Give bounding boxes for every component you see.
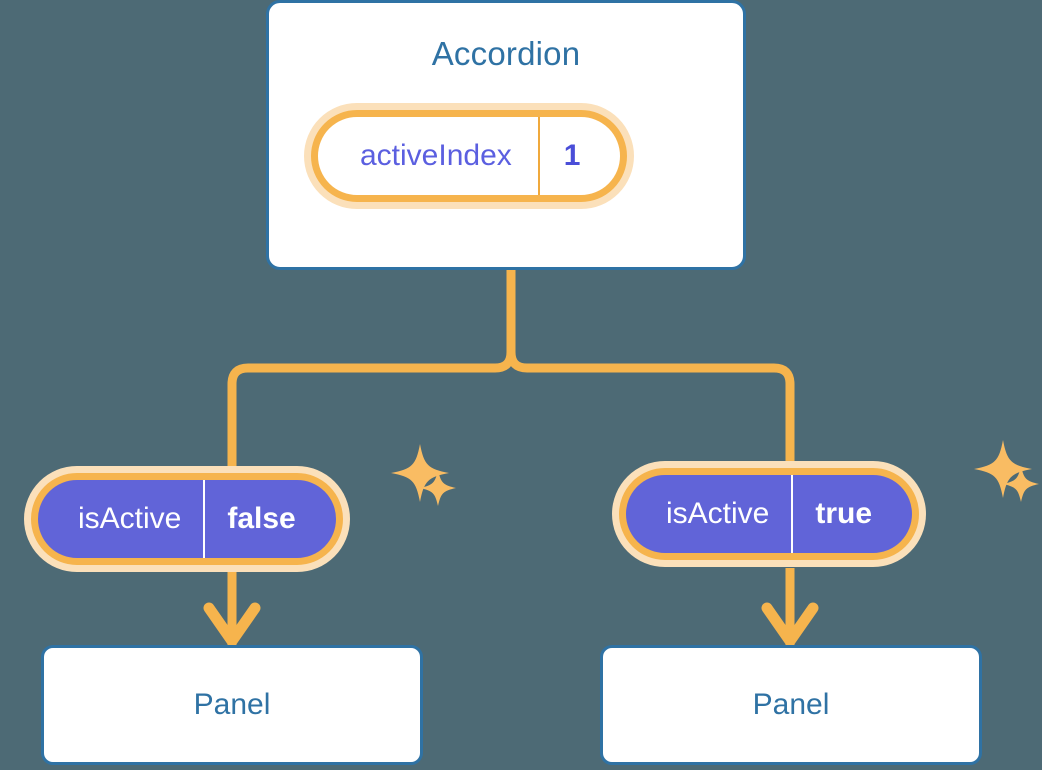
- sparkle-small-icon: [420, 470, 456, 506]
- arrow-down-icon: [203, 572, 261, 647]
- page-title: Accordion: [431, 35, 581, 72]
- sparkle-small-icon: [1003, 466, 1039, 502]
- sparkle-large-icon: [391, 444, 449, 502]
- state-pill-is-active-false[interactable]: isActive false: [31, 473, 343, 565]
- state-pill-value: 1: [537, 117, 621, 195]
- arrow-down-icon: [761, 568, 819, 647]
- branch-connector-icon: [227, 265, 795, 483]
- state-pill-key: isActive: [78, 502, 182, 535]
- state-pill-is-active-true[interactable]: isActive true: [619, 468, 920, 560]
- component-card-panel-left[interactable]: Panel: [41, 645, 423, 765]
- panel-label: Panel: [193, 688, 271, 721]
- state-pill-value: false: [203, 480, 335, 558]
- state-pill-active-index[interactable]: activeIndex 1: [311, 110, 628, 202]
- sparkle-large-icon: [974, 440, 1032, 498]
- state-pill-key: isActive: [666, 497, 770, 530]
- panel-label: Panel: [752, 688, 830, 721]
- state-pill-value: true: [791, 475, 912, 553]
- component-card-panel-right[interactable]: Panel: [600, 645, 982, 765]
- state-pill-key: activeIndex: [360, 139, 512, 172]
